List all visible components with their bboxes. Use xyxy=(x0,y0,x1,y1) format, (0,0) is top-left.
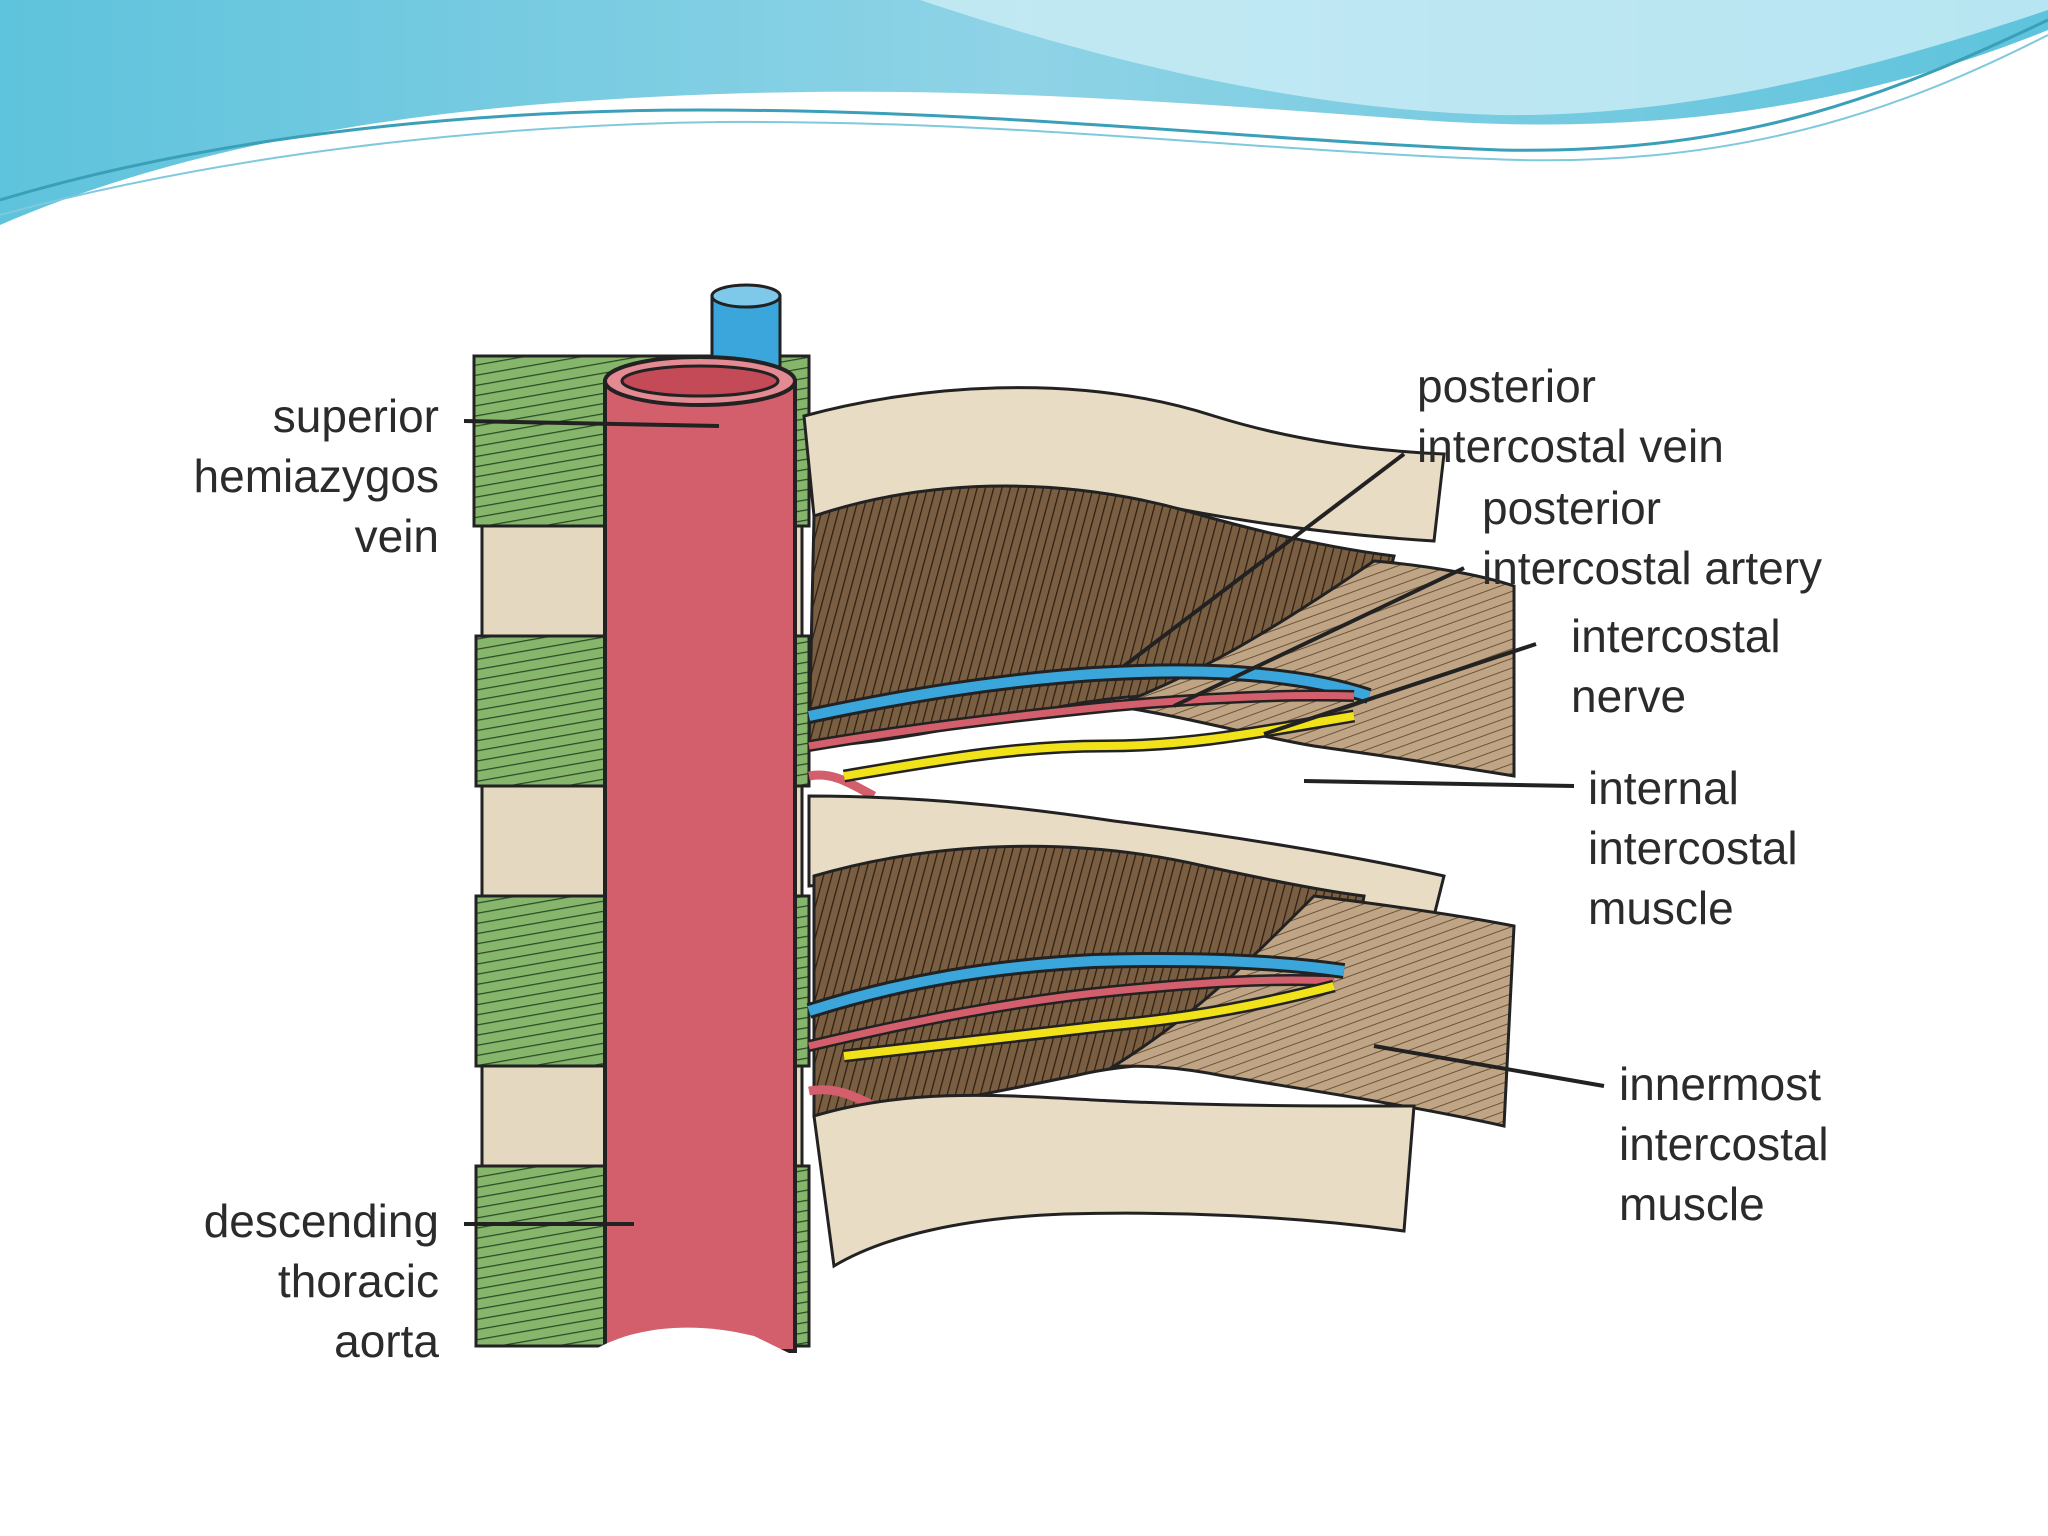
label-line: superior xyxy=(272,390,439,442)
label-line: thoracic xyxy=(277,1255,439,1307)
label-line: intercostal xyxy=(1571,610,1781,662)
descending-thoracic-aorta-shape xyxy=(592,355,797,1366)
label-innermost-intercostal-muscle: innermost intercostal muscle xyxy=(1619,1054,1829,1234)
label-line: innermost xyxy=(1619,1058,1821,1110)
label-line: internal xyxy=(1588,762,1739,814)
label-line: intercostal xyxy=(1588,822,1798,874)
header-wave-decoration xyxy=(0,0,2048,225)
label-internal-intercostal-muscle: internal intercostal muscle xyxy=(1588,758,1798,938)
label-superior-hemiazygos-vein: superior hemiazygos vein xyxy=(194,386,439,566)
label-intercostal-nerve: intercostal nerve xyxy=(1571,606,1781,726)
label-line: descending xyxy=(203,1195,439,1247)
label-line: posterior xyxy=(1417,360,1596,412)
label-line: posterior xyxy=(1482,482,1661,534)
label-line: intercostal xyxy=(1619,1118,1829,1170)
label-line: nerve xyxy=(1571,670,1687,722)
leader-innermost-intercostal-muscle xyxy=(1373,1044,1605,1088)
label-line: intercostal vein xyxy=(1417,420,1724,472)
leader-superior-hemiazygos-vein xyxy=(463,419,720,428)
label-line: intercostal artery xyxy=(1482,542,1823,594)
label-line: aorta xyxy=(334,1315,439,1367)
leader-intercostal-nerve xyxy=(1263,642,1537,736)
label-descending-thoracic-aorta: descending thoracic aorta xyxy=(204,1191,439,1371)
label-line: muscle xyxy=(1619,1178,1765,1230)
internal-intercostal-muscle-shape xyxy=(1113,559,1516,778)
label-posterior-intercostal-artery: posterior intercostal artery xyxy=(1482,478,1822,598)
label-posterior-intercostal-vein: posterior intercostal vein xyxy=(1417,356,1724,476)
lower-rib xyxy=(812,1093,1416,1269)
label-line: vein xyxy=(354,510,439,562)
label-line: muscle xyxy=(1588,882,1734,934)
upper-intercostal-space xyxy=(807,484,1516,801)
innermost-intercostal-muscle-shape xyxy=(1108,894,1516,1128)
leader-posterior-intercostal-vein xyxy=(1122,452,1406,668)
leader-lines xyxy=(463,419,1605,1226)
leader-posterior-intercostal-artery xyxy=(1173,566,1465,708)
label-line: hemiazygos xyxy=(193,450,439,502)
intercostal-anatomy-illustration xyxy=(463,283,1605,1366)
lower-intercostal-space xyxy=(806,844,1516,1128)
leader-internal-intercostal-muscle xyxy=(1303,779,1575,788)
figure-panel: superior hemiazygos vein descending thor… xyxy=(114,276,1914,1446)
